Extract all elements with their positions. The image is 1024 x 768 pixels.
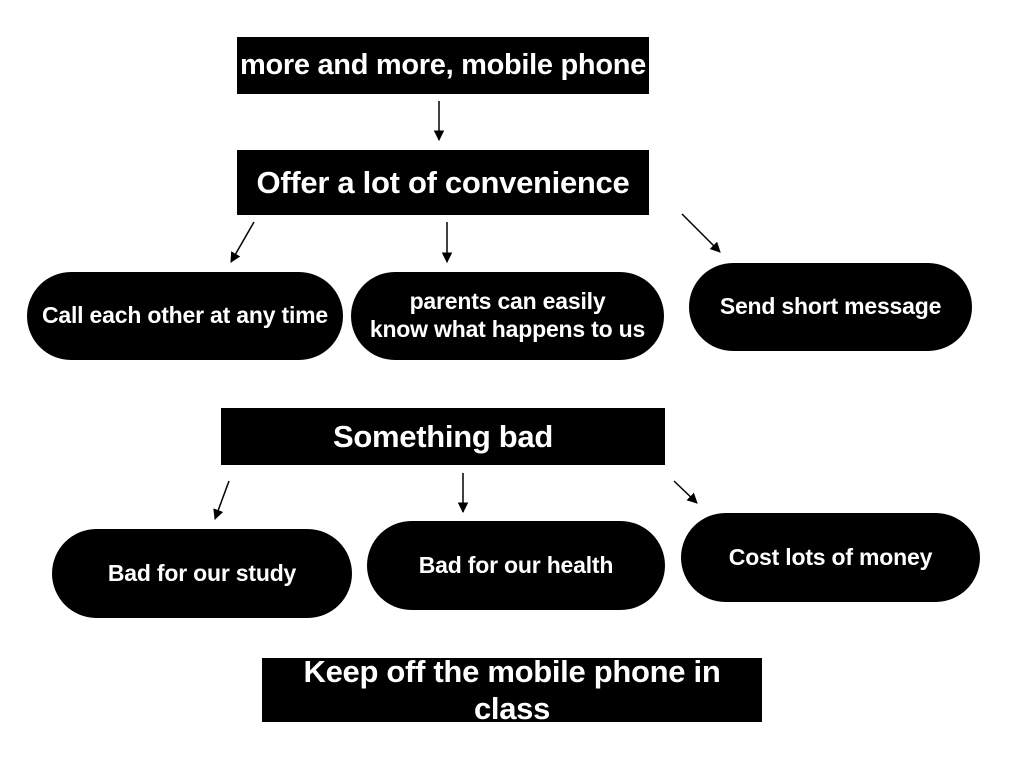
bad-item-study: Bad for our study: [52, 529, 352, 618]
convenience-item-message: Send short message: [689, 263, 972, 351]
arrow-bad-to-study: [213, 480, 230, 520]
convenience-item-call: Call each other at any time: [27, 272, 343, 360]
arrow-convenience-to-call: [230, 221, 255, 263]
convenience-item-parents: parents can easily know what happens to …: [351, 272, 664, 360]
convenience-header-box: Offer a lot of convenience: [237, 150, 649, 215]
bad-header-box: Something bad: [221, 408, 665, 465]
bad-item-health: Bad for our health: [367, 521, 665, 610]
top-box: more and more, mobile phone: [237, 37, 649, 94]
bad-item-money: Cost lots of money: [681, 513, 980, 602]
arrow-convenience-to-message: [681, 213, 721, 253]
conclusion-box: Keep off the mobile phone in class: [262, 654, 762, 726]
convenience-item-parents-line1: parents can easily: [409, 288, 606, 315]
arrow-bad-to-money: [673, 480, 698, 504]
convenience-item-parents-line2: know what happens to us: [369, 316, 646, 342]
